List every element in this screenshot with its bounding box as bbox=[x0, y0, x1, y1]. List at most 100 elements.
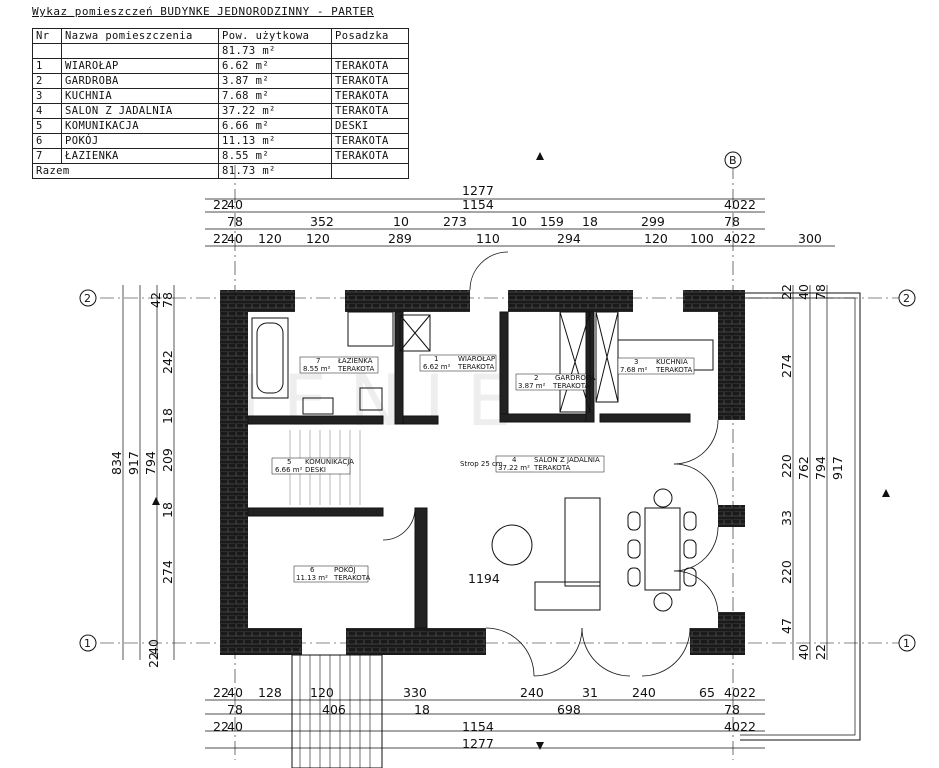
room-area: 7.68 m² bbox=[620, 366, 648, 374]
kitchen-cabinet-cross bbox=[595, 311, 619, 403]
dim-label: 110 bbox=[476, 231, 500, 246]
dim-label: 18 bbox=[582, 214, 598, 229]
dim-label: 330 bbox=[403, 685, 427, 700]
dim-label: 22 bbox=[740, 231, 756, 246]
terrace-outline-inner bbox=[740, 297, 856, 736]
room-area: 6.66 m² bbox=[275, 466, 303, 474]
dim-label: 40 bbox=[796, 284, 811, 300]
door-swings bbox=[382, 251, 719, 677]
axis-marker-2-right: 2 bbox=[898, 289, 916, 307]
dining-chairs bbox=[627, 488, 697, 612]
dim-label: 47 bbox=[779, 618, 794, 634]
row-floor: DESKI bbox=[331, 118, 409, 134]
room-nr: 2 bbox=[534, 374, 538, 382]
room-name: KOMUNIKACJA bbox=[305, 458, 354, 466]
ceiling-note: Strop 25 cm bbox=[460, 460, 503, 468]
dim-label: 40 bbox=[146, 639, 161, 655]
section-marker-bottom bbox=[536, 742, 544, 750]
room-name: GARDROBA bbox=[555, 374, 596, 382]
dim-label: 42 bbox=[148, 292, 163, 308]
dim-label: 120 bbox=[644, 231, 668, 246]
room-nr: 7 bbox=[316, 357, 320, 365]
room-area: 11.13 m² bbox=[296, 574, 328, 582]
dim-label: 22 bbox=[779, 284, 794, 300]
room-area: 3.87 m² bbox=[518, 382, 546, 390]
dim-label: 65 bbox=[699, 685, 715, 700]
room-nr: 1 bbox=[434, 355, 438, 363]
dim-label: 18 bbox=[414, 702, 430, 717]
dim-label: 40 bbox=[796, 644, 811, 660]
room-area: 8.55 m² bbox=[303, 365, 331, 373]
room-nr: 3 bbox=[634, 358, 638, 366]
dim-label: 128 bbox=[258, 685, 282, 700]
coffee-table bbox=[491, 524, 533, 566]
sum-value: 81.73 m² bbox=[218, 163, 332, 179]
dim-label: 78 bbox=[227, 214, 243, 229]
dim-left-mid: 917 bbox=[126, 451, 141, 475]
cell-empty bbox=[331, 163, 409, 179]
dim-label: 240 bbox=[520, 685, 544, 700]
wardrobe-cross bbox=[559, 311, 591, 413]
section-marker-right bbox=[882, 489, 890, 497]
axis-label: 2 bbox=[903, 292, 910, 305]
dim-label: 698 bbox=[557, 702, 581, 717]
axis-marker-1-right: 1 bbox=[898, 634, 916, 652]
dim-label: 794 bbox=[813, 456, 828, 480]
dim-label: 289 bbox=[388, 231, 412, 246]
table-row: 3 KUCHNIA 7.68 m² TERAKOTA bbox=[32, 88, 409, 104]
dim-label: 40 bbox=[227, 719, 243, 734]
room-name: SALON Z JADALNIA bbox=[534, 456, 600, 464]
wardrobe bbox=[559, 311, 591, 413]
dim-label: 273 bbox=[443, 214, 467, 229]
watermark: I E N I E bbox=[240, 360, 511, 442]
dim-label: 242 bbox=[160, 350, 175, 374]
dim-label: 159 bbox=[540, 214, 564, 229]
dim-label: 10 bbox=[511, 214, 527, 229]
dim-top-overall: 1277 bbox=[462, 183, 494, 198]
bathtub bbox=[251, 317, 289, 399]
table-sum-row: Razem 81.73 m² bbox=[32, 163, 409, 179]
dim-label: 78 bbox=[724, 702, 740, 717]
dim-label: 78 bbox=[227, 702, 243, 717]
dim-label: 274 bbox=[779, 354, 794, 378]
room-name: ŁAZIENKA bbox=[337, 357, 373, 365]
axis-label: 1 bbox=[903, 637, 910, 650]
dim-label: 220 bbox=[779, 454, 794, 478]
dim-label: 22 bbox=[213, 197, 229, 212]
axis-label: B bbox=[729, 154, 737, 167]
dim-label: 120 bbox=[306, 231, 330, 246]
row-floor: TERAKOTA bbox=[331, 103, 409, 119]
dim-left-inner: 794 bbox=[143, 451, 158, 475]
row-name: SALON Z JADALNIA bbox=[61, 103, 219, 119]
dim-left-outer: 834 bbox=[109, 451, 124, 475]
exterior-walls bbox=[220, 290, 745, 655]
table-row: 5 KOMUNIKACJA 6.66 m² DESKI bbox=[32, 118, 409, 134]
room-floor: TERAKOTA bbox=[552, 382, 590, 390]
shower-cross bbox=[399, 314, 431, 352]
dim-label: 40 bbox=[227, 685, 243, 700]
axis-label: 2 bbox=[84, 292, 91, 305]
room-floor: TERAKOTA bbox=[533, 464, 571, 472]
dim-label: 274 bbox=[160, 560, 175, 584]
dim-interior: 1194 bbox=[468, 571, 500, 586]
table-row: 81.73 m² bbox=[32, 43, 409, 59]
dim-label: 40 bbox=[227, 231, 243, 246]
dim-label: 294 bbox=[557, 231, 581, 246]
room-schedule-table: Nr Nazwa pomieszczenia Pow. użytkowa Pos… bbox=[32, 28, 409, 179]
room-area: 6.62 m² bbox=[423, 363, 451, 371]
room-nr: 6 bbox=[310, 566, 315, 574]
dim-label: 40 bbox=[724, 197, 740, 212]
room-nr: 5 bbox=[287, 458, 291, 466]
dim-label: 33 bbox=[779, 510, 794, 526]
section-marker-top bbox=[536, 152, 544, 160]
dim-label: 22 bbox=[740, 685, 756, 700]
axis-marker-2-left: 2 bbox=[79, 289, 97, 307]
room-label-gardroba: 2 GARDROBA 3.87 m² TERAKOTA bbox=[515, 373, 596, 391]
sofa-chaise bbox=[534, 581, 601, 611]
dim-label: 917 bbox=[830, 456, 845, 480]
dim-label: 22 bbox=[813, 644, 828, 660]
room-floor: TERAKOTA bbox=[457, 363, 495, 371]
room-floor: TERAKOTA bbox=[655, 366, 693, 374]
row-floor: TERAKOTA bbox=[331, 133, 409, 149]
